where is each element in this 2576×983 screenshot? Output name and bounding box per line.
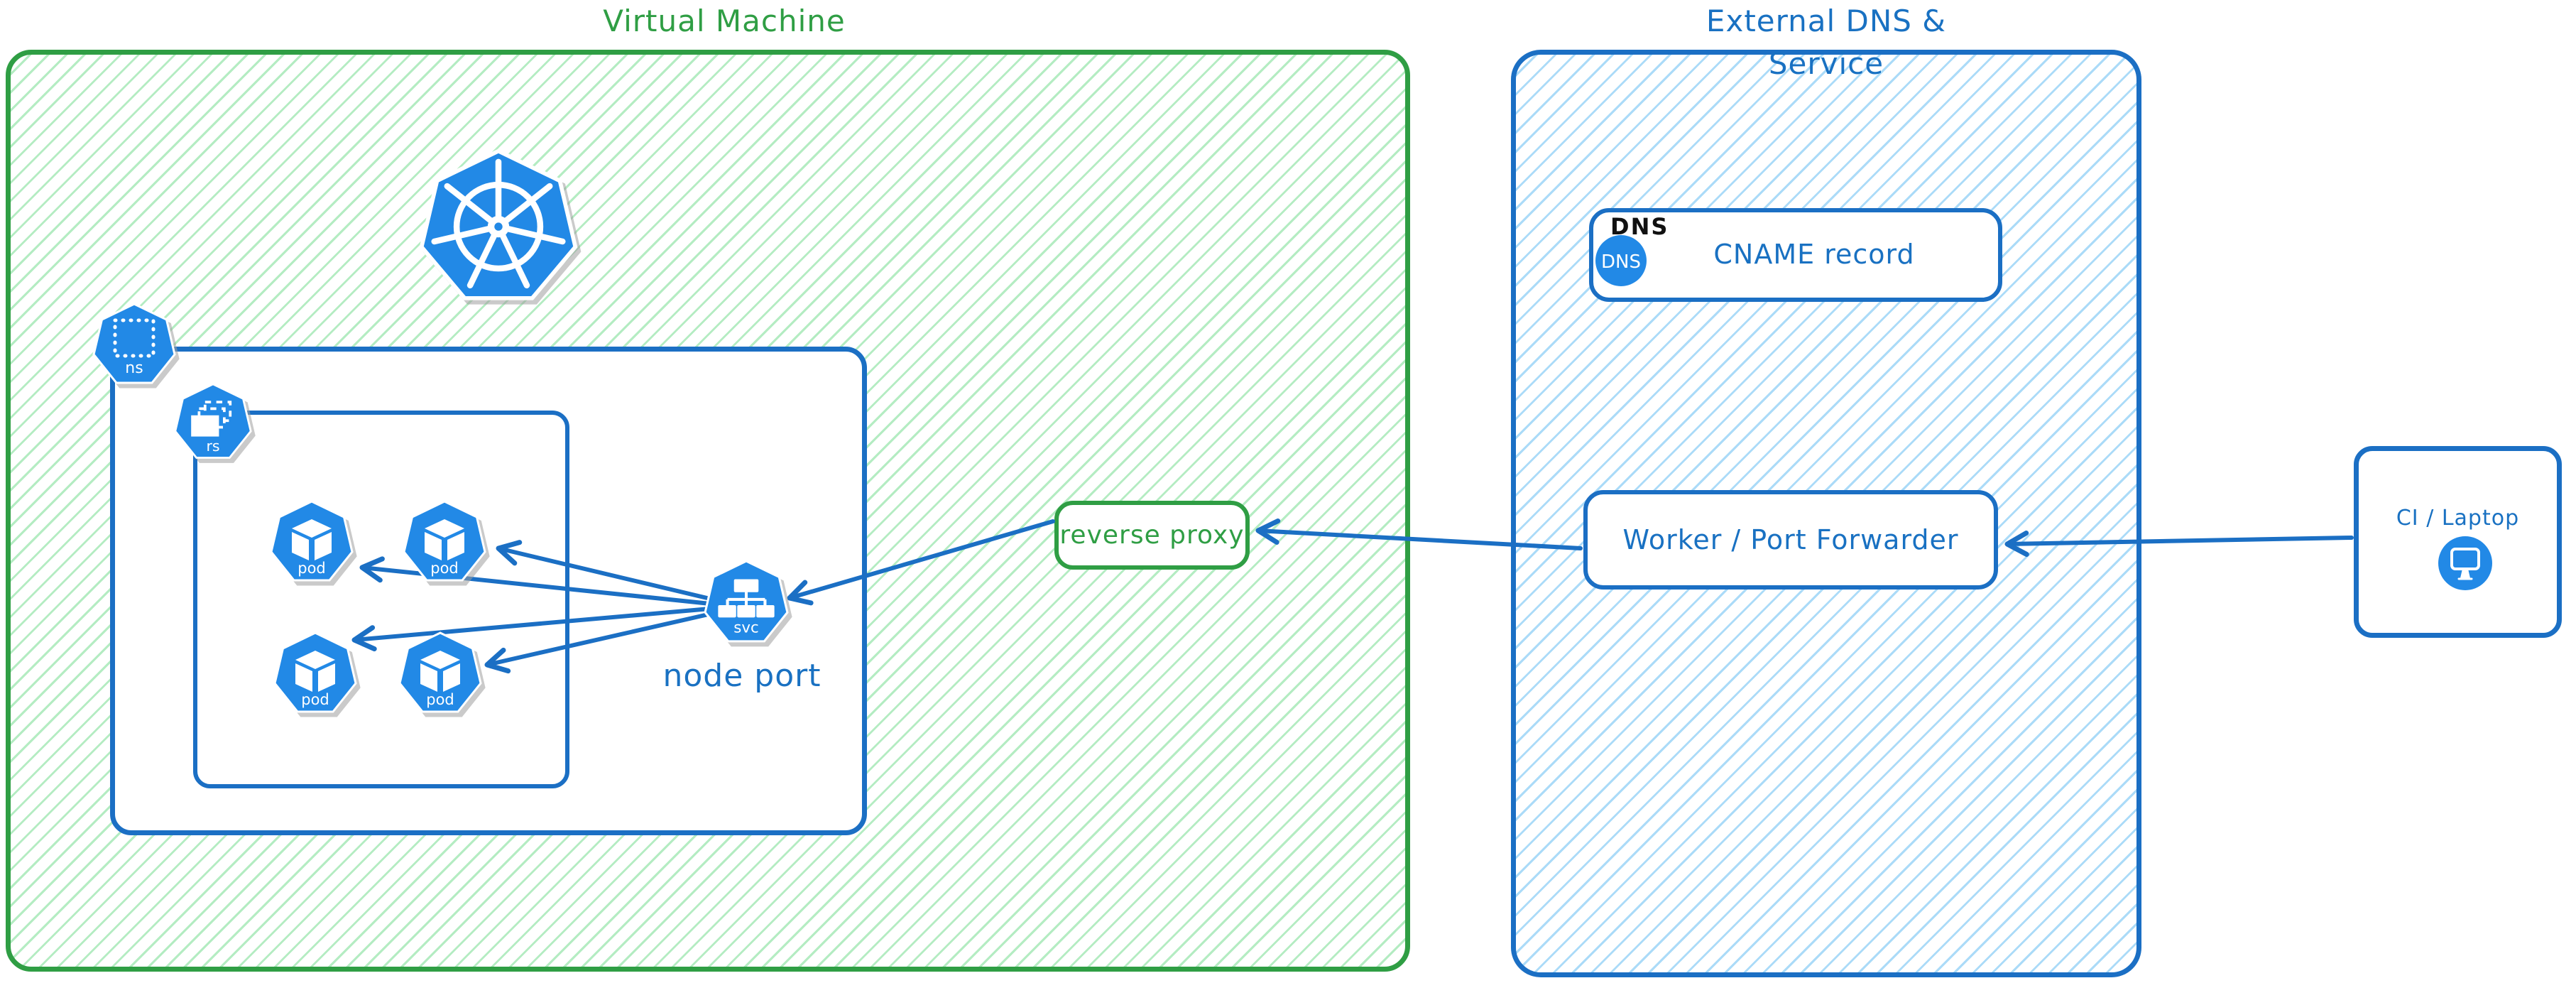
namespace-badge: ns [125,359,143,377]
pod-badge: pod [430,560,459,577]
service-badge: svc [733,619,758,637]
replicaset-badge: rs [206,438,219,455]
pod-icon: pod [270,500,354,582]
cname-record-node [1589,208,2002,302]
pod-icon: pod [403,500,486,582]
reverse-proxy-node: reverse proxy [1054,501,1250,570]
monitor-icon [2438,536,2492,590]
pod-icon: pod [398,631,482,713]
pod-badge: pod [298,560,326,577]
cname-record-label: CNAME record [1713,239,1915,270]
service-node-port-icon: svc [704,560,789,643]
dns-badge: DNS [1601,251,1641,273]
pod-icon: pod [273,631,357,713]
virtual-machine-title: Virtual Machine [603,4,846,38]
worker-port-forwarder-node: Worker / Port Forwarder [1583,490,1998,590]
dns-badge-icon: DNS [1595,235,1647,286]
pod-badge: pod [426,691,454,708]
node-port-label: node port [662,658,822,694]
replicaset-icon: rs [174,383,252,459]
pod-badge: pod [301,691,329,708]
namespace-icon: ns [92,303,176,384]
ci-laptop-label: CI / Laptop [2396,506,2520,531]
replicaset-box [193,411,569,788]
kubernetes-logo-icon [419,148,578,300]
external-dns-service-title: External DNS & Service [1705,4,1947,81]
worker-label: Worker / Port Forwarder [1622,524,1959,555]
reverse-proxy-label: reverse proxy [1059,521,1245,550]
